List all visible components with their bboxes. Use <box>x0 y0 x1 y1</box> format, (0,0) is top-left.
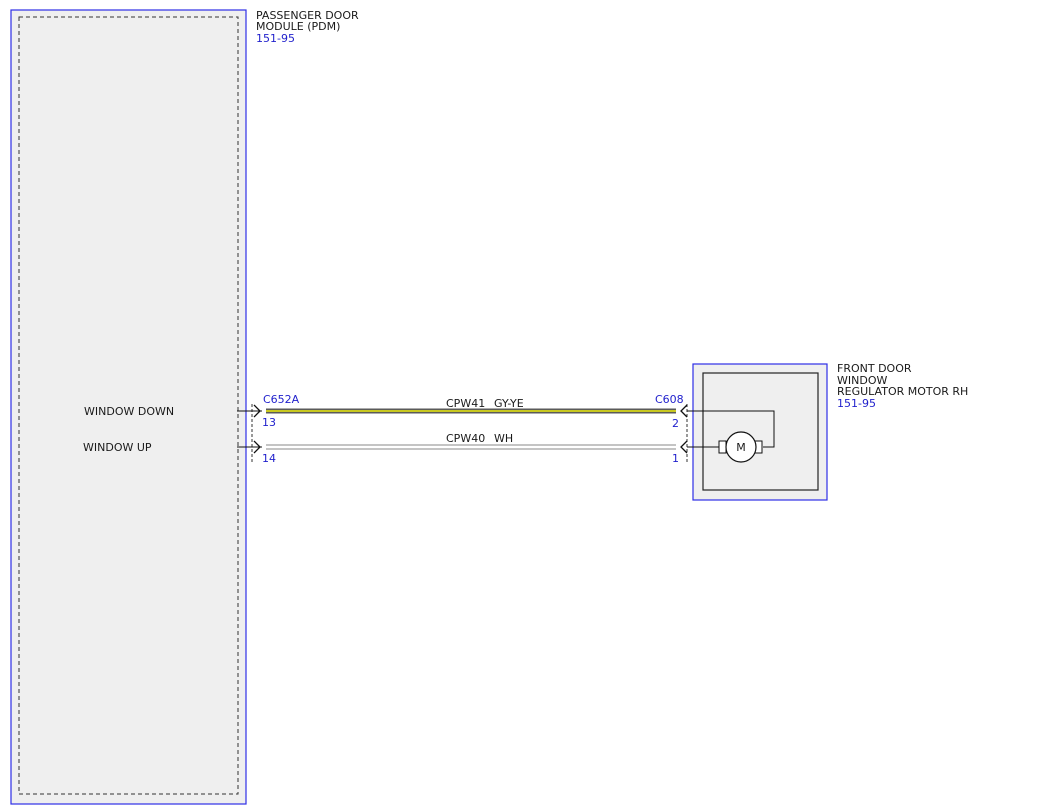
c608-pin1-terminal <box>680 440 688 454</box>
c652a-pin13-terminal <box>237 404 262 418</box>
motor-ref[interactable]: 151-95 <box>837 397 876 410</box>
motor-name-line1: FRONT DOOR <box>837 362 912 375</box>
pdm-module-inner-dashed <box>18 16 239 795</box>
signal-window-up: WINDOW UP <box>83 441 152 454</box>
connector-c608[interactable]: C608 <box>655 393 684 406</box>
motor-internal-wiring <box>687 410 775 463</box>
pdm-name-line2: MODULE (PDM) <box>256 20 340 33</box>
connector-c652a[interactable]: C652A <box>263 393 300 406</box>
wire-cpw41-circuit: CPW41 <box>446 397 485 410</box>
wire-cpw40-color: WH <box>494 432 513 445</box>
wire-cpw40-circuit: CPW40 <box>446 432 485 445</box>
motor-component-box <box>692 363 828 501</box>
motor-inner-box <box>702 372 819 491</box>
pdm-module-box <box>10 9 247 805</box>
motor-name-line3: REGULATOR MOTOR RH <box>837 385 968 398</box>
c608-pin2-terminal <box>680 404 688 418</box>
motor-name-line2: WINDOW <box>837 374 887 387</box>
motor-symbol-icon: M <box>736 441 746 454</box>
pdm-name-line1: PASSENGER DOOR <box>256 9 359 22</box>
pin-13: 13 <box>262 416 276 429</box>
c652a-pin14-terminal <box>237 440 262 454</box>
wire-cpw41-color: GY-YE <box>494 397 524 410</box>
pin-2: 2 <box>672 417 679 430</box>
signal-window-down: WINDOW DOWN <box>84 405 174 418</box>
pdm-ref[interactable]: 151-95 <box>256 32 295 45</box>
pin-14: 14 <box>262 452 276 465</box>
pin-1: 1 <box>672 452 679 465</box>
